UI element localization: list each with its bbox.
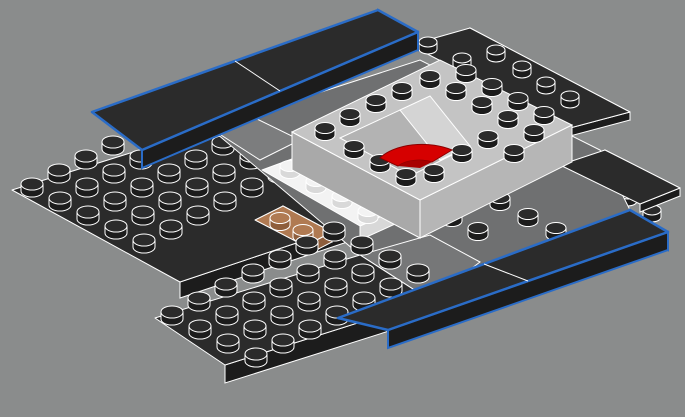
lego-model-illustration — [0, 0, 685, 417]
lego-build-canvas — [0, 0, 685, 417]
